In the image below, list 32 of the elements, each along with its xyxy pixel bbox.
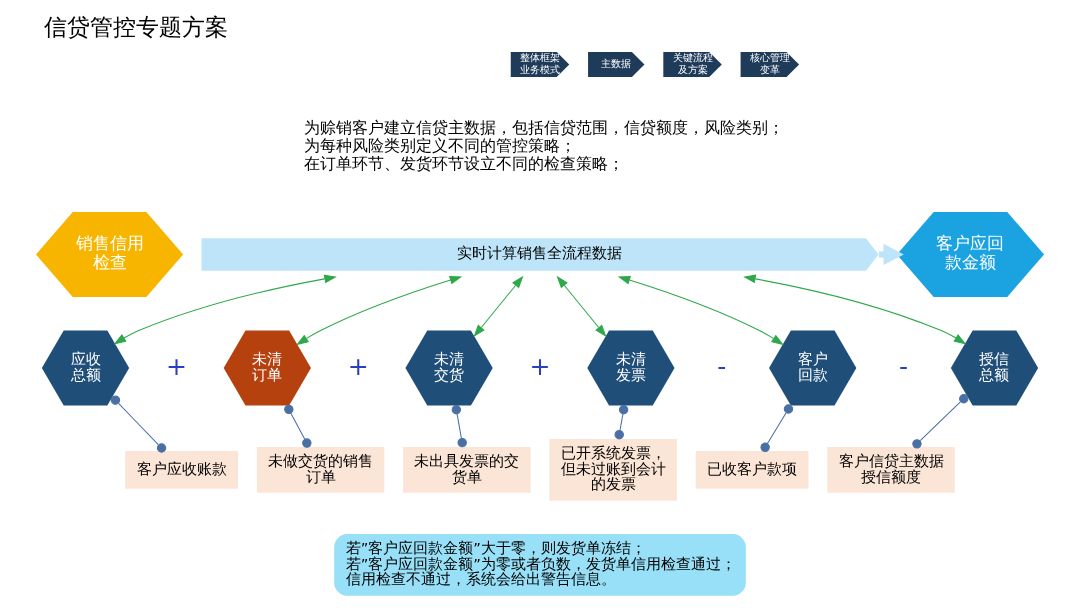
node-box: 客户信贷主数据授信额度 <box>827 446 955 493</box>
label: + <box>347 351 369 381</box>
label: 主数据 <box>601 57 632 70</box>
node-box: 若”客户应回款金额”大于零，则发货单冻结； 若”客户应回款金额”为零或者负数，发货单信用检查通过； 信用检查不通过，系统会给出警告信息。 <box>334 534 746 596</box>
label: 为每种风险类别定义不同的管控策略； <box>304 136 577 156</box>
label: 核心管理变革 <box>749 51 790 75</box>
connector <box>451 405 467 448</box>
connector <box>760 404 794 452</box>
arrow <box>743 274 967 345</box>
diagram-title: 信贷管控专题方案 <box>43 13 228 40</box>
label: 为赊销客户建立信贷主数据，包括信贷范围，信贷额度，风险类别； <box>304 118 785 138</box>
connector <box>284 404 312 448</box>
arrow <box>113 274 337 345</box>
label: 在订单环节、发货环节设立不同的检查策略； <box>304 153 625 173</box>
node-box: 未出具发票的交货单 <box>403 446 531 493</box>
arrow <box>296 275 463 346</box>
connector <box>110 395 167 453</box>
node-box: 未做交货的销售订单 <box>256 446 385 493</box>
label: 整体框架业务模式 <box>520 51 560 75</box>
connector <box>614 405 629 440</box>
arrow <box>556 275 607 338</box>
label: + <box>165 351 187 381</box>
label: 关键流程及方案 <box>672 51 713 75</box>
node-box: 客户应收账款 <box>125 451 239 489</box>
node-box: 已收客户款项 <box>695 451 809 489</box>
arrow <box>473 275 524 338</box>
label: - <box>717 351 727 381</box>
label: - <box>899 351 909 381</box>
connector <box>912 394 969 449</box>
node-box: 已开系统发票，但未过账到会计的发票 <box>549 439 677 501</box>
arrow <box>617 275 784 346</box>
label: + <box>529 351 551 381</box>
